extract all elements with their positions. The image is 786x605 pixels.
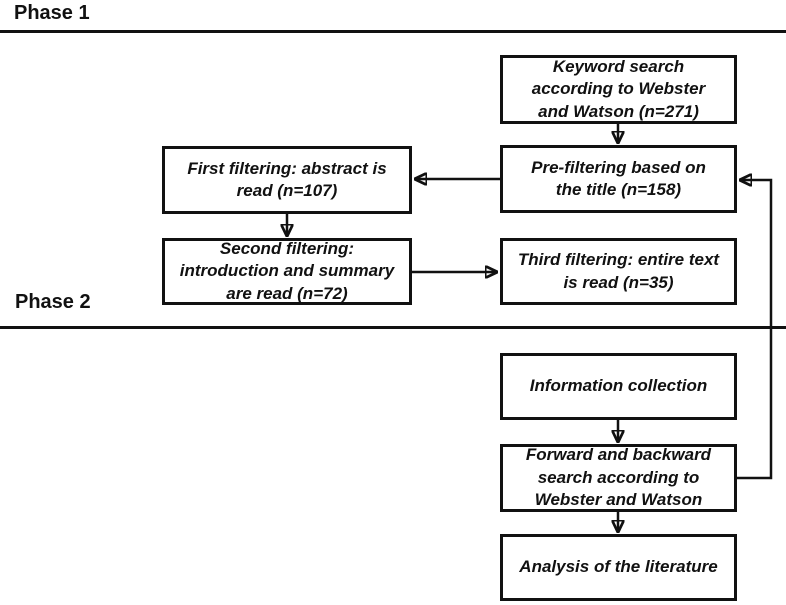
node-pre-filtering: Pre-filtering based on the title (n=158) (500, 145, 737, 213)
node-keyword-search: Keyword search according to Webster and … (500, 55, 737, 124)
node-analysis-literature: Analysis of the literature (500, 534, 737, 601)
phase-2-divider-line (0, 326, 786, 329)
node-forward-backward-search: Forward and backward search according to… (500, 444, 737, 512)
node-first-filtering: First filtering: abstract is read (n=107… (162, 146, 412, 214)
phase-1-label: Phase 1 (14, 2, 90, 24)
arrow-feedback-forward-backward-to-prefiltering (737, 180, 773, 480)
phase-1-divider-line (0, 30, 786, 33)
node-third-filtering: Third filtering: entire text is read (n=… (500, 238, 737, 305)
node-second-filtering: Second filtering: introduction and summa… (162, 238, 412, 305)
phase-2-label: Phase 2 (15, 291, 91, 313)
node-information-collection: Information collection (500, 353, 737, 420)
